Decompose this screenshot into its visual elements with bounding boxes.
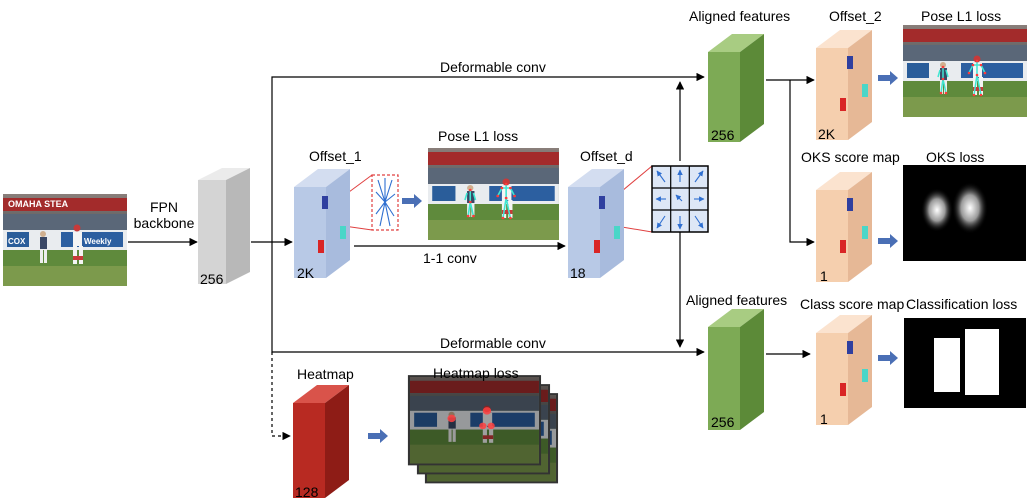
oks-loss-label: OKS loss (926, 149, 985, 165)
connection-arrows (128, 72, 815, 441)
aligned-features-bottom-label: Aligned features (686, 292, 788, 308)
pose-image-mid (428, 148, 559, 240)
offset-d-label: Offset_d (580, 148, 633, 164)
classification-loss-label: Classification loss (906, 296, 1018, 312)
class-score-map-block (816, 315, 872, 425)
oks-score-map-block (816, 172, 872, 282)
fpn-label-line2: backbone (133, 215, 195, 231)
offset-1-block (294, 169, 350, 278)
deformable-conv-top-label: Deformable conv (440, 59, 546, 75)
offset-d-block (568, 169, 624, 278)
deformable-conv-bottom-label: Deformable conv (440, 335, 546, 351)
offset-2-block (816, 30, 872, 140)
one-by-one-conv-label: 1-1 conv (423, 250, 477, 266)
classification-loss-image (904, 318, 1026, 408)
offset-1-label: Offset_1 (309, 148, 362, 164)
oks-score-map-label: OKS score map (801, 149, 900, 165)
blue-arrows (368, 71, 898, 443)
photo-sign-left-text: COX (8, 237, 26, 246)
heatmap-label: Heatmap (297, 366, 354, 382)
aligned-features-bottom-block (708, 309, 764, 430)
heatmap-loss-stack (407, 375, 559, 484)
aligned-top-dim-label: 256 (711, 127, 735, 143)
aligned-bottom-dim-label: 256 (711, 414, 735, 430)
pose-l1-loss-mid-label: Pose L1 loss (438, 128, 519, 144)
heatmap-block (293, 385, 349, 498)
offset-2-label: Offset_2 (829, 8, 882, 24)
aligned-features-top-label: Aligned features (689, 8, 791, 24)
heatmap-dim-label: 128 (295, 484, 319, 500)
class-map-dim-label: 1 (820, 411, 828, 427)
fpn-backbone-label: FPN backbone (128, 199, 200, 231)
photo-banner-text: OMAHA STEA (8, 199, 69, 209)
heatmap-loss-label: Heatmap loss (433, 365, 519, 381)
backbone-block (198, 168, 250, 284)
pose-image-top (903, 25, 1027, 117)
photo-sign-right-text: Weekly (84, 237, 112, 246)
fpn-label-line1: FPN (150, 199, 178, 215)
oks-loss-image (903, 165, 1026, 261)
offset-vectors-icon (371, 174, 399, 231)
deformable-grid-icon (651, 165, 709, 233)
class-score-map-label: Class score map (800, 296, 905, 312)
pose-l1-loss-top-label: Pose L1 loss (921, 8, 1002, 24)
aligned-features-top-block (708, 34, 764, 142)
offset-d-dim-label: 18 (570, 265, 586, 281)
offset-2-dim-label: 2K (818, 126, 836, 142)
backbone-dim-label: 256 (200, 271, 224, 287)
oks-map-dim-label: 1 (820, 268, 828, 284)
offset-1-dim-label: 2K (297, 265, 315, 281)
